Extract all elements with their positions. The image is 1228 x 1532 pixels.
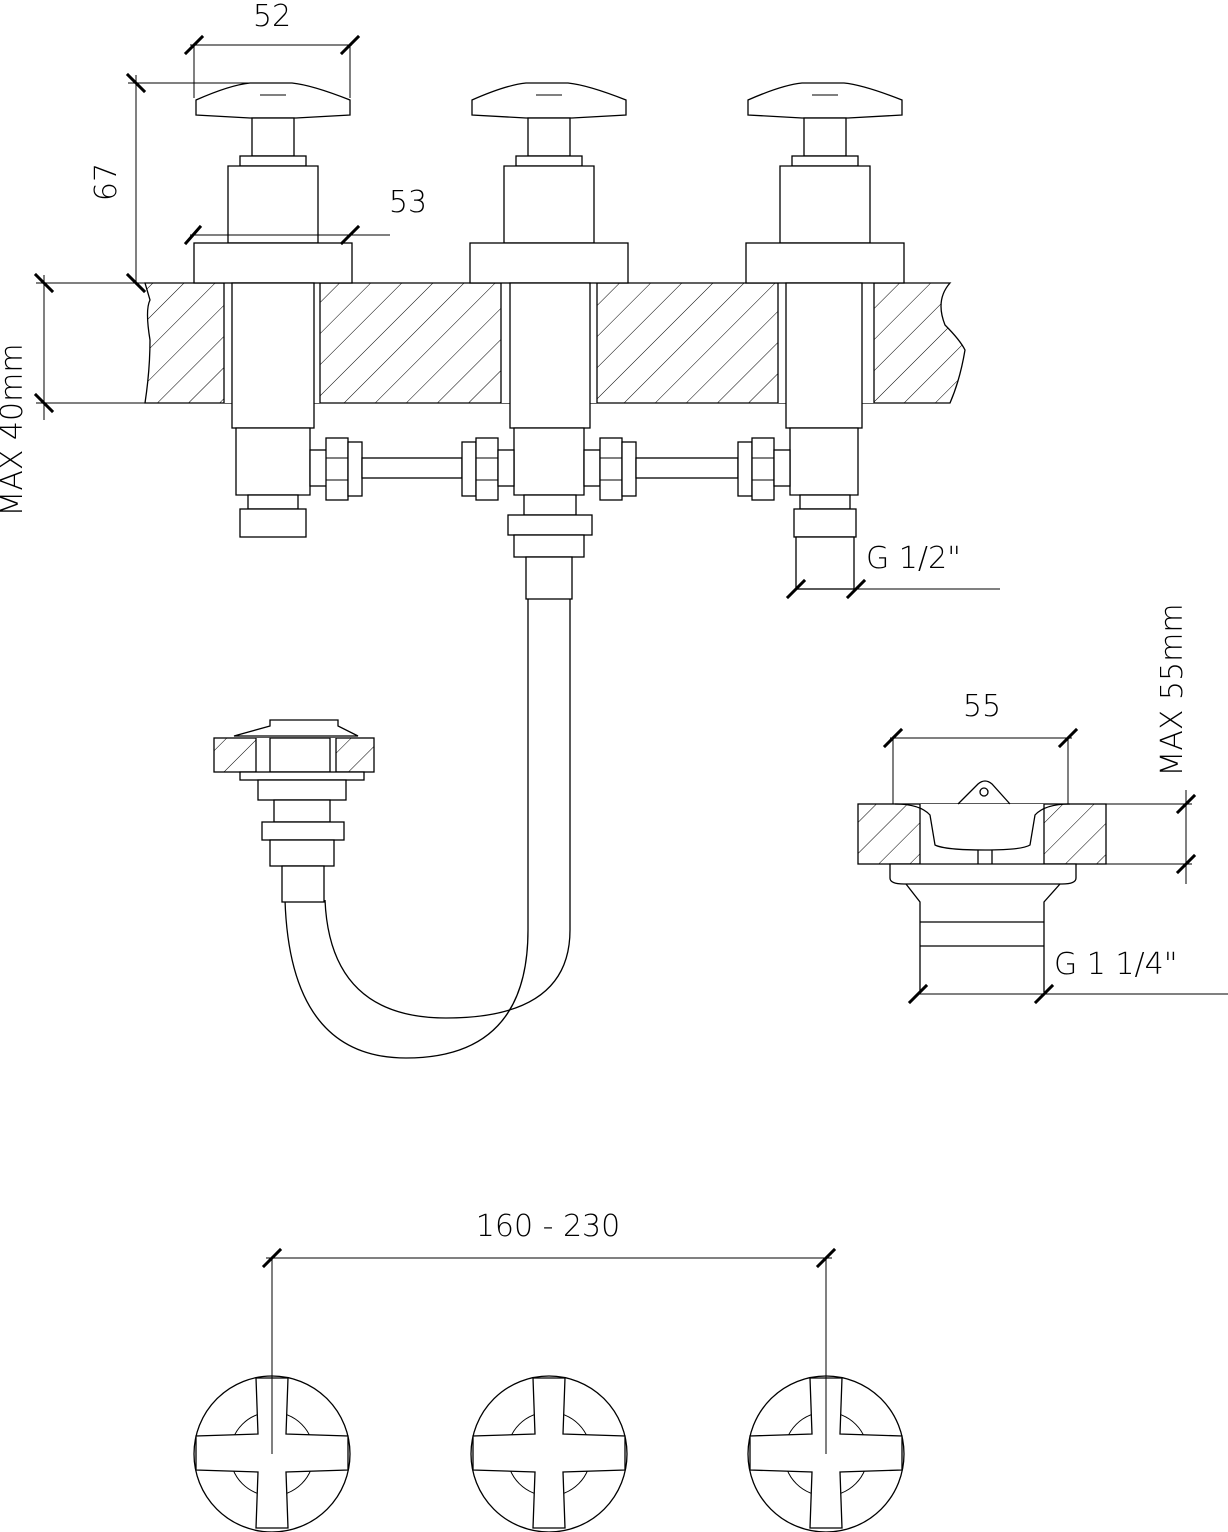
plan-handle-center [470,1375,628,1532]
connecting-pipes [309,437,791,501]
dimension-labels: 52 67 53 MAX 40mm G 1/2" 55 MAX 55mm G 1… [0,0,1190,1244]
label-handle-width: 52 [253,0,291,34]
label-drain-max: MAX 55mm [1155,603,1190,776]
label-handle-height: 67 [89,163,124,201]
drain-section [857,780,1107,992]
spout-section [213,719,375,903]
flange [469,242,629,284]
cross-handle [747,82,903,119]
label-inlet-thread: G 1/2" [866,541,961,576]
label-deck-max: MAX 40mm [0,343,30,516]
label-flange-width: 53 [389,185,427,220]
flange [193,242,353,284]
cross-handle [471,82,627,119]
flange [745,242,905,284]
flex-hose [284,599,571,1059]
cross-handle [195,82,351,119]
label-spacing: 160 - 230 [476,1209,620,1244]
valve-left [193,82,353,538]
label-drain-width: 55 [963,689,1001,724]
label-drain-thread: G 1 1/4" [1054,947,1178,982]
plan-view [193,1375,905,1532]
dimension-lines [33,34,1228,1454]
valve-center [469,82,629,600]
valve-right [745,82,905,590]
